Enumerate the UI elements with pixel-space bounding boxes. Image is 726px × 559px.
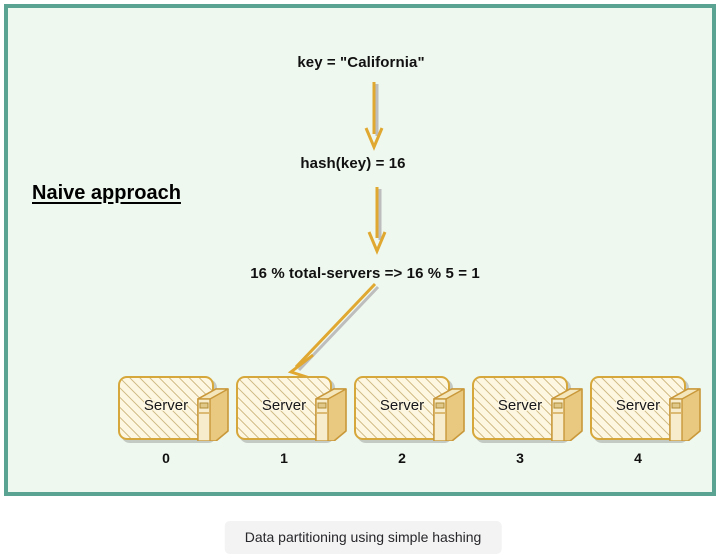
server-index-label: 4 (634, 450, 642, 466)
server-tower-icon (315, 388, 347, 441)
figure-caption: Data partitioning using simple hashing (224, 521, 502, 554)
server-index-label: 2 (398, 450, 406, 466)
page-title: Naive approach (32, 182, 181, 204)
server-tower-icon (551, 388, 583, 441)
server-node-3[interactable]: Server 3 (472, 373, 590, 466)
server-node-1[interactable]: Server 1 (236, 373, 354, 466)
flow-step-hash-label: hash(key) = 16 (300, 155, 406, 172)
flow-step-modulo-label: 16 % total-servers => 16 % 5 = 1 (250, 265, 480, 282)
server-label: Server (497, 397, 543, 414)
server-index-label: 0 (162, 450, 170, 466)
server-node-0[interactable]: Server 0 (118, 373, 236, 466)
diagram-canvas: Naive approach key = "California" hash(k… (8, 8, 712, 492)
server-index-label: 3 (516, 450, 524, 466)
flow-step-key-label: key = "California" (297, 54, 425, 71)
server-label: Server (143, 397, 189, 414)
server-label: Server (615, 397, 661, 414)
server-row: Server 0 Server (8, 8, 712, 492)
server-tower-icon (197, 388, 229, 441)
server-node-2[interactable]: Server 2 (354, 373, 472, 466)
diagram-frame: Naive approach key = "California" hash(k… (4, 4, 716, 496)
server-label: Server (379, 397, 425, 414)
server-label: Server (261, 397, 307, 414)
server-index-label: 1 (280, 450, 288, 466)
server-tower-icon (433, 388, 465, 441)
server-tower-icon (669, 388, 701, 441)
server-box[interactable]: Server (236, 376, 332, 440)
server-node-4[interactable]: Server 4 (590, 373, 708, 466)
